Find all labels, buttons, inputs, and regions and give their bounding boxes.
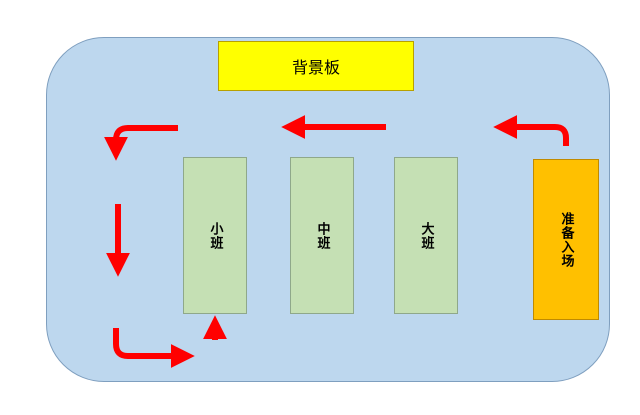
class-block-middle: 中班 <box>290 157 354 314</box>
class-label-large: 大班 <box>418 221 434 250</box>
entry-ready-label: 准备入场 <box>558 211 574 268</box>
class-block-small: 小班 <box>183 157 247 314</box>
backdrop-board: 背景板 <box>218 41 414 91</box>
class-label-small: 小班 <box>207 221 223 250</box>
backdrop-label: 背景板 <box>291 58 340 77</box>
entry-ready-block: 准备入场 <box>533 159 599 320</box>
class-label-middle: 中班 <box>314 221 330 250</box>
class-block-large: 大班 <box>394 157 458 314</box>
